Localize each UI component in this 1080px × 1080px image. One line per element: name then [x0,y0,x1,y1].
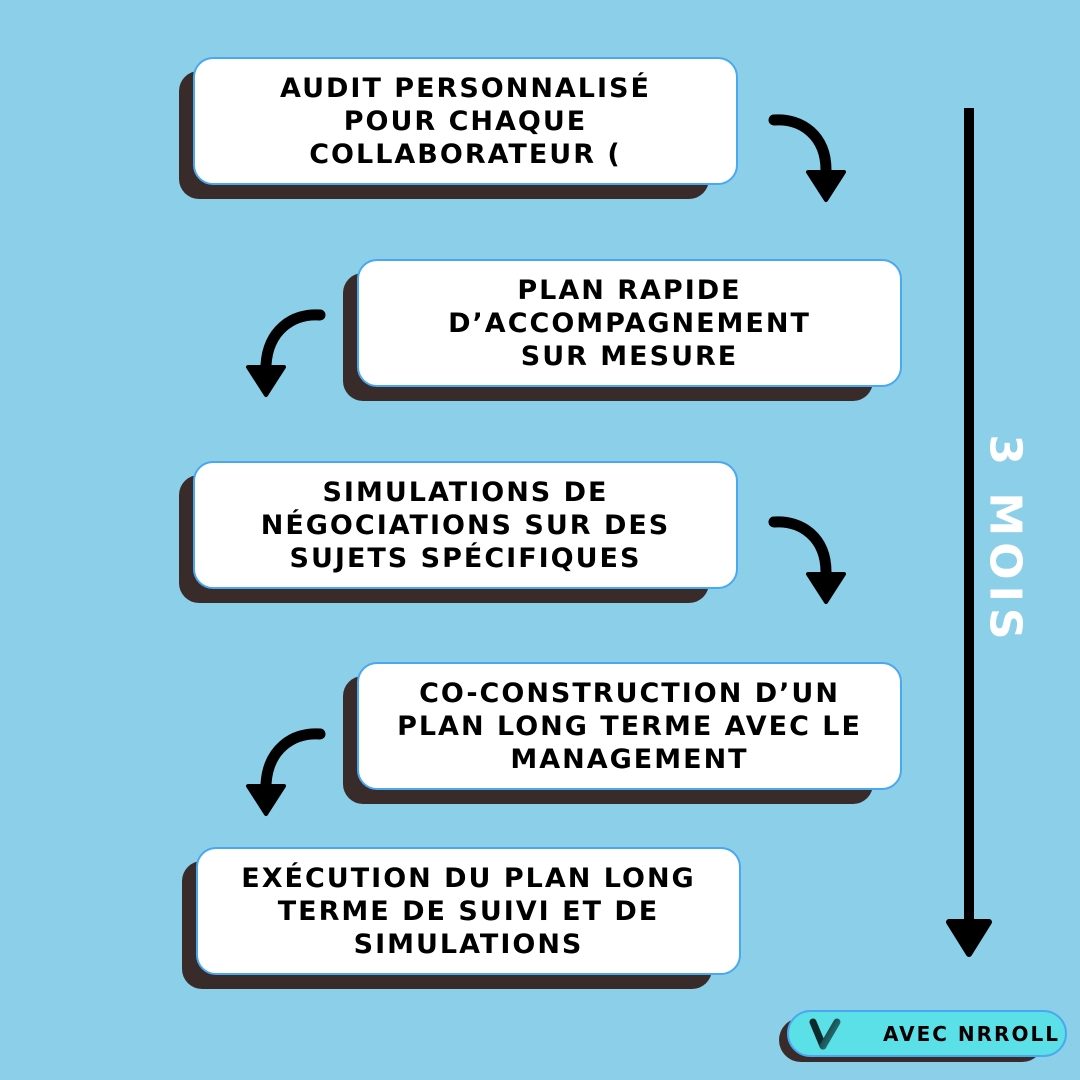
nrroll-badge: AVEC NRROLL [779,1010,1067,1062]
step-card: SIMULATIONS DE NÉGOCIATIONS SUR DES SUJE… [193,461,738,589]
step-text: AUDIT PERSONNALISÉ POUR CHAQUE COLLABORA… [280,72,651,170]
timeline-duration-label: 3 MOIS [979,434,1031,646]
step-text: PLAN RAPIDE D’ACCOMPAGNEMENT SUR MESURE [448,274,811,372]
curved-arrow-right-icon [768,516,846,604]
timeline-arrow-down-icon [946,919,992,957]
curved-arrow-right-icon [768,114,846,202]
curved-arrow-left-icon [246,728,326,816]
timeline-line [964,108,974,928]
step-card: EXÉCUTION DU PLAN LONG TERME DE SUIVI ET… [196,847,741,975]
step-card: AUDIT PERSONNALISÉ POUR CHAQUE COLLABORA… [193,57,738,185]
step-text: EXÉCUTION DU PLAN LONG TERME DE SUIVI ET… [241,862,696,960]
step-text: SIMULATIONS DE NÉGOCIATIONS SUR DES SUJE… [260,476,671,574]
step-co-construction: CO-CONSTRUCTION D’UN PLAN LONG TERME AVE… [343,662,902,804]
step-execution: EXÉCUTION DU PLAN LONG TERME DE SUIVI ET… [182,847,741,989]
nrroll-v-logo-icon [809,1018,841,1049]
step-card: PLAN RAPIDE D’ACCOMPAGNEMENT SUR MESURE [357,259,902,387]
step-plan-rapide: PLAN RAPIDE D’ACCOMPAGNEMENT SUR MESURE [343,259,902,401]
curved-arrow-left-icon [246,309,326,397]
step-simulations: SIMULATIONS DE NÉGOCIATIONS SUR DES SUJE… [179,461,738,603]
step-audit: AUDIT PERSONNALISÉ POUR CHAQUE COLLABORA… [179,57,738,199]
badge-label: AVEC NRROLL [883,1021,1060,1046]
step-card: CO-CONSTRUCTION D’UN PLAN LONG TERME AVE… [357,662,902,790]
step-text: CO-CONSTRUCTION D’UN PLAN LONG TERME AVE… [397,677,862,775]
badge-card: AVEC NRROLL [787,1010,1067,1057]
